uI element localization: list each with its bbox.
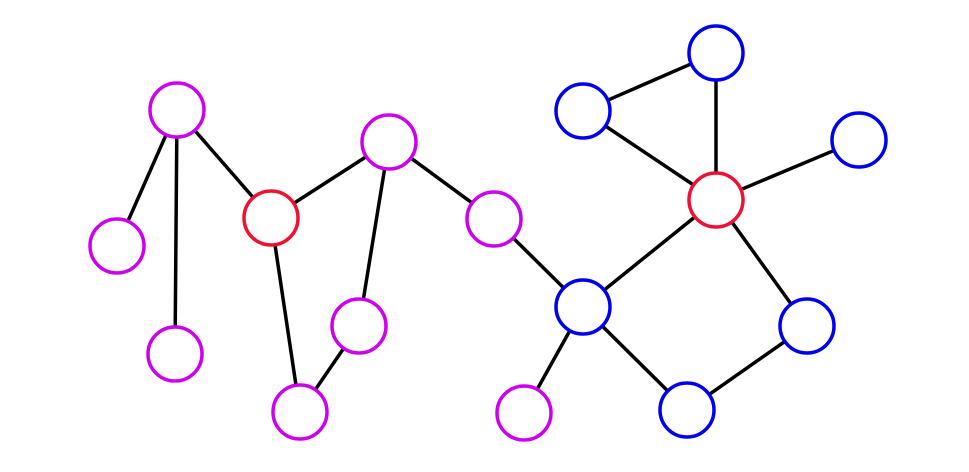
node-n8-purple [465, 190, 523, 248]
edge-n13-n14 [607, 62, 692, 102]
node-n11-blue [658, 381, 716, 439]
edge-n5-n6 [361, 168, 387, 300]
edge-n11-n12 [708, 340, 786, 396]
edge-n8-n9 [511, 236, 566, 290]
node-n1-purple [148, 81, 206, 139]
node-n14-blue [687, 24, 745, 82]
edge-n9-n11 [600, 324, 670, 393]
node-n6-purple [330, 297, 388, 355]
node-n12-blue [778, 297, 836, 355]
edge-n15-n16 [740, 148, 835, 192]
node-n3-purple [146, 325, 204, 383]
edge-n1-n4 [193, 129, 255, 199]
node-n13-blue [554, 82, 612, 140]
edge-n13-n15 [604, 124, 695, 187]
edges-layer [126, 62, 835, 396]
edge-n12-n15 [730, 220, 793, 306]
node-n16-blue [830, 111, 888, 169]
node-n15-red [687, 171, 745, 229]
edge-n5-n8 [409, 156, 474, 205]
edge-n9-n10 [535, 329, 572, 391]
node-n9-blue [554, 278, 612, 336]
edge-n9-n15 [602, 215, 697, 292]
node-n4-red [242, 189, 300, 247]
edge-n1-n3 [173, 136, 179, 328]
edge-n4-n5 [292, 155, 368, 205]
node-n7-purple [271, 383, 329, 441]
node-n10-purple [495, 384, 553, 442]
nodes-layer [88, 24, 888, 442]
node-n5-purple [360, 113, 418, 171]
edge-n1-n2 [126, 133, 168, 223]
edge-n4-n7 [273, 244, 298, 386]
node-n2-purple [88, 217, 146, 275]
edge-n6-n7 [313, 347, 346, 391]
